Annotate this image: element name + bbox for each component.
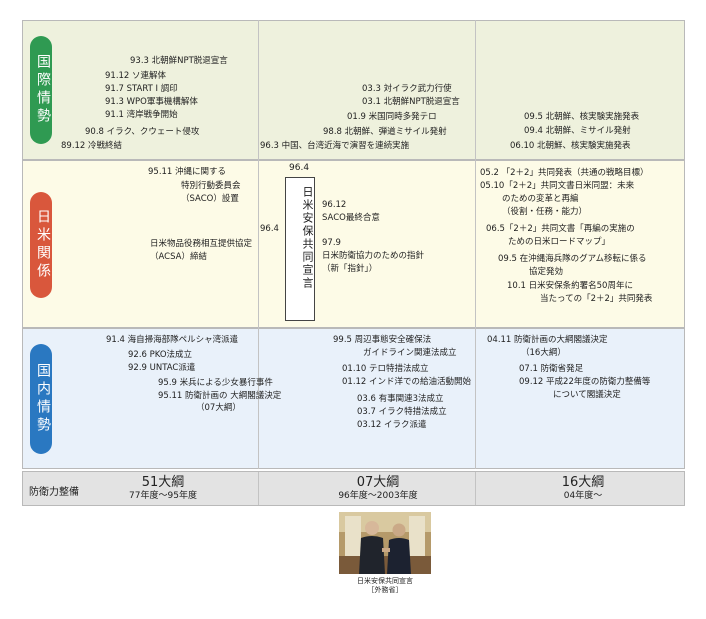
japan-us-band bbox=[22, 160, 685, 328]
intl-event: 91.7 START I 調印 bbox=[105, 84, 178, 94]
declaration-text: 日米安保共同宣言 bbox=[301, 186, 314, 290]
domestic-event: 04.11 防衛計画の大綱閣議決定 bbox=[487, 335, 608, 345]
row-label-international: 国際情勢 bbox=[30, 36, 52, 144]
declaration-date: 96.4 bbox=[289, 163, 310, 173]
international-band bbox=[22, 20, 685, 160]
caption-source: ［外務省］ bbox=[367, 586, 403, 594]
japan-us-event: 05.10「2＋2」共同文書日米同盟：未来 bbox=[480, 181, 635, 191]
period-divider-2 bbox=[475, 20, 476, 469]
japan-us-event: 日米物品役務相互提供協定 bbox=[150, 239, 253, 249]
intl-event: 01.9 米国同時多発テロ bbox=[347, 112, 437, 122]
domestic-event: 01.12 インド洋での給油活動開始 bbox=[342, 377, 472, 387]
intl-event: 91.12 ソ連解体 bbox=[105, 71, 167, 81]
period-07: 07大綱 96年度〜2003年度 bbox=[308, 475, 448, 502]
intl-event: 91.1 湾岸戦争開始 bbox=[105, 110, 178, 120]
intl-event: 96.3 中国、台湾近海で演習を連続実施 bbox=[260, 141, 410, 151]
intl-event: 09.5 北朝鮮、核実験実施発表 bbox=[524, 112, 640, 122]
declaration-box: 日米安保共同宣言 bbox=[285, 177, 315, 321]
intl-event: 93.3 北朝鮮NPT脱退宣言 bbox=[130, 56, 228, 66]
strip-divider-2 bbox=[475, 472, 476, 505]
period-name: 51大綱 bbox=[141, 475, 185, 490]
japan-us-event: （ACSA）締結 bbox=[150, 252, 207, 262]
japan-us-event: のための変革と再編 bbox=[502, 194, 579, 204]
period-years: 77年度〜95年度 bbox=[129, 491, 197, 501]
domestic-event: について閣議決定 bbox=[553, 390, 621, 400]
domestic-event: 03.7 イラク特措法成立 bbox=[357, 407, 447, 417]
period-divider-1 bbox=[258, 20, 259, 469]
japan-us-event: 96.4 bbox=[260, 224, 279, 234]
strip-divider-1 bbox=[258, 472, 259, 505]
period-years: 96年度〜2003年度 bbox=[338, 491, 418, 501]
intl-event: 98.8 北朝鮮、弾道ミサイル発射 bbox=[323, 127, 447, 137]
japan-us-event: SACO最終合意 bbox=[322, 213, 380, 223]
period-years: 04年度〜 bbox=[563, 491, 603, 501]
domestic-event: ガイドライン関連法成立 bbox=[363, 348, 457, 358]
domestic-band bbox=[22, 328, 685, 469]
domestic-event: 99.5 周辺事態安全確保法 bbox=[333, 335, 432, 345]
period-name: 16大綱 bbox=[561, 475, 605, 490]
intl-event: 03.1 北朝鮮NPT脱退宣言 bbox=[362, 97, 460, 107]
domestic-event: 91.4 海自掃海部隊ペルシャ湾派遣 bbox=[106, 335, 239, 345]
japan-us-event: 96.12 bbox=[322, 200, 347, 210]
domestic-event: 01.10 テロ特措法成立 bbox=[342, 364, 429, 374]
japan-us-event: ための日米ロードマップ」 bbox=[508, 237, 611, 247]
domestic-event: 92.6 PKO法成立 bbox=[128, 350, 193, 360]
period-51: 51大綱 77年度〜95年度 bbox=[103, 475, 223, 502]
japan-us-event: 協定発効 bbox=[529, 267, 564, 277]
japan-us-event: （役割・任務・能力） bbox=[502, 207, 588, 217]
intl-event: 91.3 WPO軍事機構解体 bbox=[105, 97, 198, 107]
japan-us-event: 06.5「2＋2」共同文書「再編の実施の bbox=[486, 224, 635, 234]
japan-us-event: 10.1 日米安保条約署名50周年に bbox=[507, 281, 633, 291]
period-16: 16大綱 04年度〜 bbox=[533, 475, 633, 502]
photo-caption: 日米安保共同宣言 ［外務省］ bbox=[325, 577, 445, 595]
row-label-domestic: 国内情勢 bbox=[30, 344, 52, 454]
domestic-event: 92.9 UNTAC派遣 bbox=[128, 363, 196, 373]
defense-buildup-strip: 防衛力整備 51大綱 77年度〜95年度 07大綱 96年度〜2003年度 16… bbox=[22, 471, 685, 506]
intl-event: 90.8 イラク、クウェート侵攻 bbox=[85, 127, 200, 137]
period-name: 07大綱 bbox=[356, 475, 400, 490]
japan-us-event: （新「指針」） bbox=[322, 264, 378, 274]
domestic-event: 03.12 イラク派遣 bbox=[357, 420, 427, 430]
intl-event: 06.10 北朝鮮、核実験実施発表 bbox=[510, 141, 631, 151]
domestic-event: 95.11 防衛計画の 大綱閣議決定 bbox=[158, 391, 282, 401]
japan-us-event: 95.11 沖縄に関する bbox=[148, 167, 227, 177]
domestic-event: 95.9 米兵による少女暴行事件 bbox=[158, 378, 273, 388]
row-label-japan-us: 日米関係 bbox=[30, 192, 52, 298]
japan-us-event: 05.2 「2＋2」共同発表（共通の戦略目標） bbox=[480, 168, 649, 178]
japan-us-event: 当たっての「2＋2」共同発表 bbox=[540, 294, 653, 304]
japan-us-event: 日米防衛協力のための指針 bbox=[322, 251, 425, 261]
domestic-event: 07.1 防衛省発足 bbox=[519, 364, 584, 374]
summit-photo bbox=[339, 512, 431, 574]
intl-event: 89.12 冷戦終結 bbox=[61, 141, 123, 151]
japan-us-event: （SACO）設置 bbox=[181, 194, 239, 204]
domestic-event: 09.12 平成22年度の防衛力整備等 bbox=[519, 377, 651, 387]
japan-us-event: 09.5 在沖縄海兵隊のグアム移転に係る bbox=[498, 254, 647, 264]
japan-us-event: 97.9 bbox=[322, 238, 341, 248]
intl-event: 03.3 対イラク武力行使 bbox=[362, 84, 452, 94]
caption-title: 日米安保共同宣言 bbox=[357, 577, 413, 585]
domestic-event: 03.6 有事関連3法成立 bbox=[357, 394, 444, 404]
domestic-event: （16大綱） bbox=[521, 348, 566, 358]
domestic-event: （07大綱） bbox=[196, 403, 241, 413]
strip-label: 防衛力整備 bbox=[29, 487, 79, 498]
intl-event: 09.4 北朝鮮、ミサイル発射 bbox=[524, 126, 631, 136]
japan-us-event: 特別行動委員会 bbox=[181, 181, 241, 191]
